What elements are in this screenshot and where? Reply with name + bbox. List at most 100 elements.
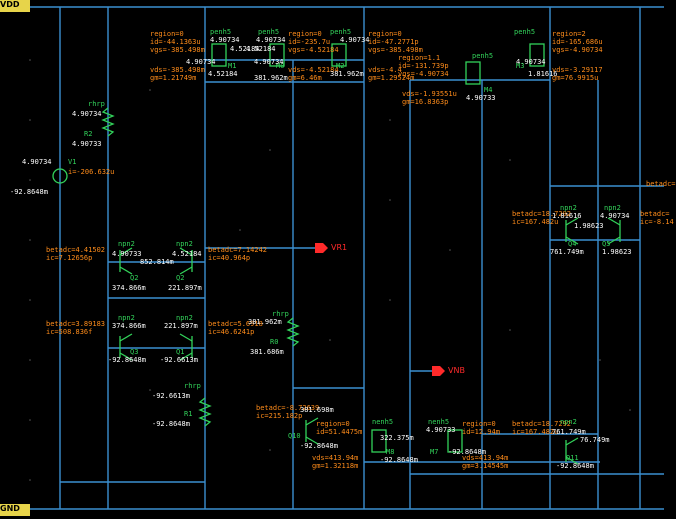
r2-bottom-voltage: 4.90733 (72, 140, 102, 148)
m1-annot-vds: vds=-385.498m (150, 66, 205, 74)
m4-annot-vgs: vgs=-4.90734 (398, 70, 449, 78)
q5-betadc: betadc= (640, 210, 670, 218)
q4-ic: ic=167.482u (512, 218, 559, 226)
bjt-left4-ic: ic=46.6241p (208, 328, 255, 336)
m1-annot-gm: gm=1.21749m (150, 74, 197, 82)
m0-voltage-mid: 4.90734 (254, 58, 284, 66)
m4-name-label[interactable]: M4 (484, 86, 493, 94)
m8-annot-region: region=0 (316, 420, 350, 428)
q4-voltage-bottom: 761.749m (550, 248, 584, 256)
m1-model-label: penh5 (210, 28, 232, 36)
q2b-model-label: npn2 (176, 240, 193, 248)
q1-voltage-base: 221.897m (164, 322, 198, 330)
q11-voltage-bottom: -92.8648m (556, 462, 594, 470)
m3-name-label[interactable]: M3 (516, 62, 525, 70)
vr1-pin-label[interactable]: VR1 (331, 243, 348, 252)
m7-annot-region: region=0 (462, 420, 496, 428)
q10-ic: ic=215.182p (256, 412, 303, 420)
m8-voltage-gate: 322.375m (380, 434, 414, 442)
m0-voltage-top: 4.90734 (256, 36, 286, 44)
q2b-name-label[interactable]: Q2 (176, 274, 185, 282)
vsrc-name-label[interactable]: V1 (68, 158, 77, 166)
vnb-pin-label[interactable]: VNB (448, 366, 465, 375)
m3-annot-vgs: vgs=-4.90734 (552, 46, 603, 54)
m3-annot-vds: vds=-3.29117 (552, 66, 603, 74)
m0-name-label[interactable]: M0 (276, 62, 285, 70)
m8-voltage-bottom: -92.8648m (380, 456, 418, 464)
q4-betadc: betadc=18.7292 (512, 210, 572, 218)
m4-model-label: penh5 (472, 52, 494, 60)
q5-voltage-bottom: 1.98623 (602, 248, 632, 256)
q4-name-label[interactable]: Q4 (568, 240, 577, 248)
bjt-left3-betadc: betadc=3.89183 (46, 320, 106, 328)
m0-annot-id: id=-235.7u (288, 38, 331, 46)
gnd-rail-label[interactable]: GND (0, 504, 30, 516)
m1-annot-id: id=-44.1363u (150, 38, 201, 46)
m7-name-label[interactable]: M7 (430, 448, 439, 456)
q2b-voltage-base: 4.52184 (172, 250, 202, 258)
bjt-left1-ic: ic=7.12656p (46, 254, 93, 262)
q11-name-label[interactable]: Q11 (566, 454, 579, 462)
m1-annot-top: region=0 (150, 30, 184, 38)
q5-name-label[interactable]: Q5 (602, 240, 611, 248)
m2-annot-vgs: vgs=-385.498m (368, 46, 423, 54)
q2-name-label[interactable]: Q2 (130, 274, 139, 282)
m0-annot-vds: vds=-4.52184 (288, 66, 339, 74)
m7-voltage-top: 4.90733 (426, 426, 456, 434)
m1-voltage-bottom: 4.52184 (208, 70, 238, 78)
m0-model-label: penh5 (258, 28, 280, 36)
m7-annot-id: id=12.94m (462, 428, 500, 436)
q1-model-label: npn2 (176, 314, 193, 322)
q10-voltage-bottom: -92.8648m (300, 442, 338, 450)
m4-annot-id: id=-131.739p (398, 62, 449, 70)
m2-voltage-top: 4.90734 (340, 36, 370, 44)
q2b-bottom-voltage: 221.897m (168, 284, 202, 292)
m2-name-label[interactable]: M2 (336, 62, 345, 70)
m0-annot-gm: gm=6.46m (288, 74, 322, 82)
m3-annot-gm: gm=76.9915u (552, 74, 599, 82)
r1-name-label[interactable]: R1 (184, 410, 193, 418)
bjt-left4-betadc: betadc=5.6918 (208, 320, 263, 328)
m3-model-label: penh5 (514, 28, 536, 36)
m3-voltage-left: 4.90734 (516, 58, 546, 66)
q11-ic: ic=167.482u (512, 428, 559, 436)
m2-annot-vds: vds=-4.4 (368, 66, 402, 74)
bjt-left2-betadc: betadc=7.14242 (208, 246, 268, 254)
q11-model-label: npn2 (560, 418, 577, 426)
vsrc-current: i=-206.632u (68, 168, 115, 176)
vdd-rail-label[interactable]: VDD (0, 0, 30, 12)
r2-model-label: rhrp (88, 100, 105, 108)
m3-annot-id: id=-165.686u (552, 38, 603, 46)
q4-voltage-base: 1.81616 (552, 212, 582, 220)
q4-model-label: npn2 (560, 204, 577, 212)
q2-voltage-base: 4.90733 (112, 250, 142, 258)
m1-name-label[interactable]: M1 (228, 62, 237, 70)
m8-model-label: nenh5 (372, 418, 394, 426)
m1-voltage-top: 4.90734 (210, 36, 240, 44)
r0-model-label: rhrp (272, 310, 289, 318)
r2-name-label[interactable]: R2 (84, 130, 93, 138)
q11-voltage-base: 761.749m (552, 428, 586, 436)
m7-voltage-bottom: -92.8648m (448, 448, 486, 456)
q11-betadc: betadc=18.7292 (512, 420, 572, 428)
q10-voltage-top: 381.698m (300, 406, 334, 414)
q1-bottom-voltage: -92.6613m (160, 356, 198, 364)
r0-bottom-voltage: 381.686m (250, 348, 284, 356)
bjt-left1-betadc: betadc=4.41502 (46, 246, 106, 254)
r1-bottom-voltage: -92.8648m (152, 420, 190, 428)
m8-name-label[interactable]: M8 (386, 448, 395, 456)
m2-annot-gm: gm=1.29524m (368, 74, 415, 82)
m7-model-label: nenh5 (428, 418, 450, 426)
q2-bottom-voltage: 374.866m (112, 284, 146, 292)
q10-name-label[interactable]: Q10 (288, 432, 301, 440)
q1-name-label[interactable]: Q1 (176, 348, 185, 356)
r2-top-voltage: 4.90734 (72, 110, 102, 118)
m4-annot-vds: vds=-1.93551u (402, 90, 457, 98)
m0-voltage-left: 4.52184 (246, 45, 276, 53)
m8-annot-id: id=51.4475m (316, 428, 363, 436)
q10-betadc: betadc=-8.72639 (256, 404, 320, 412)
q3-name-label[interactable]: Q3 (130, 348, 139, 356)
r0-name-label[interactable]: R0 (270, 338, 279, 346)
m4-annot-region: region=1.1 (398, 54, 441, 62)
